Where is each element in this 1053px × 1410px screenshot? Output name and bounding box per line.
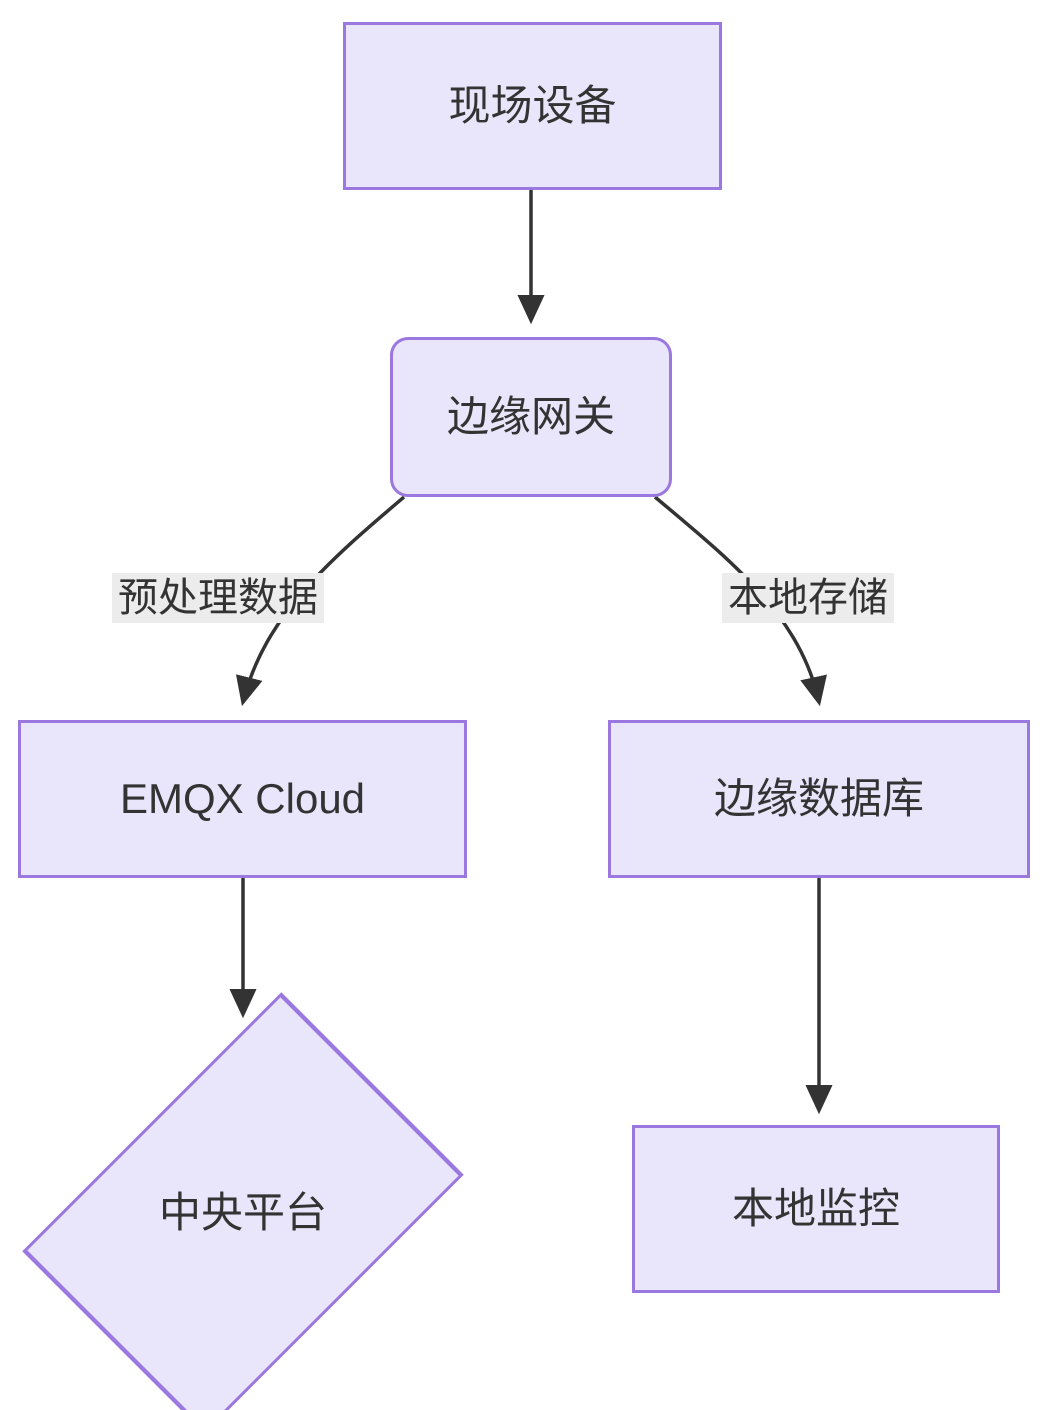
node-central-platform[interactable]: 中央平台 [22, 992, 464, 1410]
node-edge-database[interactable]: 边缘数据库 [608, 720, 1030, 878]
node-field-devices-label: 现场设备 [448, 81, 617, 129]
node-local-monitor-label: 本地监控 [731, 1184, 900, 1232]
edge-label-local-storage: 本地存储 [722, 573, 894, 623]
node-field-devices[interactable]: 现场设备 [343, 22, 722, 190]
node-central-platform-label: 中央平台 [158, 1188, 327, 1236]
node-emqx-cloud[interactable]: EMQX Cloud [18, 720, 467, 878]
node-local-monitor[interactable]: 本地监控 [632, 1125, 1000, 1293]
node-edge-gateway-label: 边缘网关 [446, 392, 615, 440]
node-emqx-cloud-label: EMQX Cloud [119, 774, 366, 822]
edge-label-preprocessed-data: 预处理数据 [112, 573, 324, 623]
node-edge-database-label: 边缘数据库 [713, 774, 924, 822]
node-edge-gateway[interactable]: 边缘网关 [390, 337, 672, 497]
